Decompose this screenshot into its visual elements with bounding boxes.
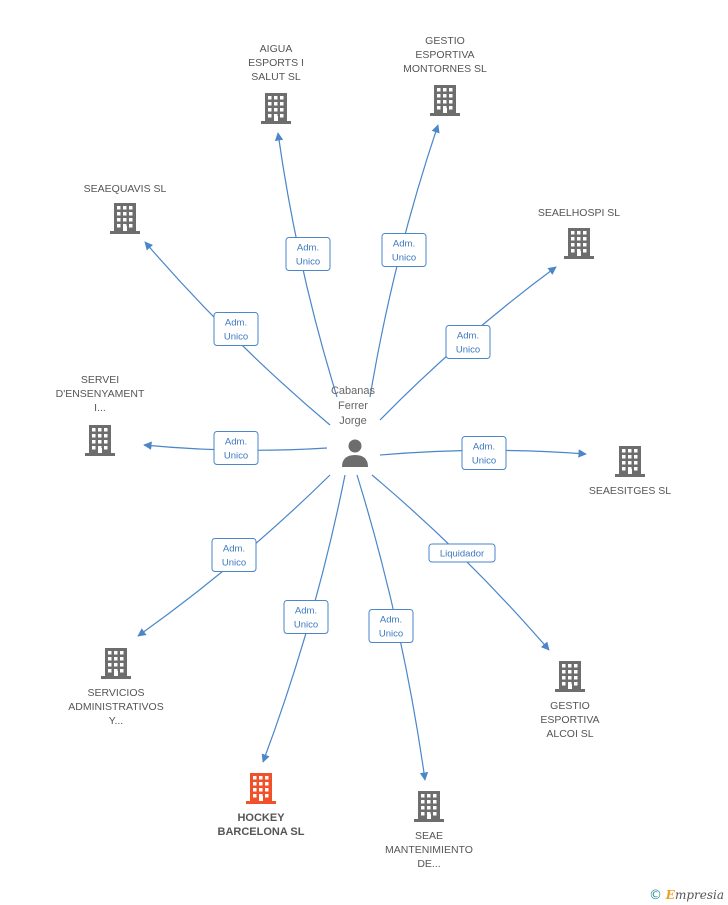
- company-name-line: SERVICIOS: [88, 687, 145, 699]
- role-badge-text: Unico: [379, 629, 403, 640]
- role-badge-text: Adm.: [297, 243, 319, 254]
- company-name-line: GESTIO: [550, 700, 590, 712]
- building-icon: [555, 661, 585, 692]
- role-badge-text: Unico: [456, 345, 480, 356]
- company-node-servicios[interactable]: SERVICIOS ADMINISTRATIVOS Y...: [68, 648, 164, 727]
- company-name-line: Y...: [109, 715, 123, 727]
- building-icon: [430, 85, 460, 116]
- company-name-line: MONTORNES SL: [403, 63, 487, 75]
- company-name-line: ALCOI SL: [546, 728, 593, 740]
- building-icon: [564, 228, 594, 259]
- company-name-line: D'ENSENYAMENT: [56, 388, 145, 400]
- brand-initial: E: [665, 888, 675, 902]
- company-node-aigua[interactable]: AIGUA ESPORTS I SALUT SL: [248, 43, 304, 124]
- role-badge-text: Unico: [222, 558, 246, 569]
- company-node-gestio-montornes[interactable]: GESTIO ESPORTIVA MONTORNES SL: [403, 35, 487, 116]
- company-nodes-layer: AIGUA ESPORTS I SALUT SL GESTIO ESPORTIVA MON…: [56, 35, 672, 870]
- building-icon: [85, 425, 115, 456]
- company-name-line: DE...: [417, 858, 440, 870]
- building-icon: [261, 93, 291, 124]
- company-name-line: ESPORTS I: [248, 57, 304, 69]
- role-badge-seaesitges[interactable]: Adm. Unico: [461, 436, 507, 470]
- role-badge-text: Unico: [392, 253, 416, 264]
- company-name-line: ESPORTIVA: [540, 714, 599, 726]
- building-icon: [110, 203, 140, 234]
- company-name-line: HOCKEY: [237, 812, 285, 824]
- role-badge-text: Adm.: [380, 615, 402, 626]
- company-node-servei[interactable]: SERVEI D'ENSENYAMENT I...: [56, 374, 145, 456]
- company-node-seae[interactable]: SEAE MANTENIMIENTO DE...: [385, 791, 473, 870]
- company-name-line: I...: [94, 402, 106, 414]
- company-name-line: SALUT SL: [251, 71, 301, 83]
- role-badge-text: Adm.: [225, 437, 247, 448]
- company-name-line: ADMINISTRATIVOS: [68, 701, 163, 713]
- company-node-seaesitges[interactable]: SEAESITGES SL: [589, 446, 671, 497]
- building-icon: [615, 446, 645, 477]
- building-icon: [246, 773, 276, 804]
- role-badge-text: Liquidador: [440, 549, 484, 560]
- role-badge-text: Unico: [224, 451, 248, 462]
- role-badge-gestio-montornes[interactable]: Adm. Unico: [381, 233, 427, 267]
- role-badge-servei[interactable]: Adm. Unico: [213, 431, 259, 465]
- role-badge-text: Unico: [224, 332, 248, 343]
- company-node-seaelhospi[interactable]: SEAELHOSPI SL: [538, 207, 620, 259]
- role-badge-text: Adm.: [457, 331, 479, 342]
- company-node-seaequavis[interactable]: SEAEQUAVIS SL: [84, 183, 167, 234]
- company-name-line: SEAESITGES SL: [589, 485, 671, 497]
- company-name-line: AIGUA: [260, 43, 293, 55]
- building-icon: [414, 791, 444, 822]
- empresia-brand: © Empresia: [649, 888, 724, 903]
- company-name-line: SEAELHOSPI SL: [538, 207, 620, 219]
- company-name-line: ESPORTIVA: [415, 49, 474, 61]
- role-badge-text: Adm.: [393, 239, 415, 250]
- edges-layer: [137, 124, 587, 781]
- role-badge-text: Unico: [294, 620, 318, 631]
- role-badge-text: Unico: [472, 456, 496, 467]
- center-name-line-1: Cabanas: [331, 385, 376, 397]
- role-badge-seaelhospi[interactable]: Adm. Unico: [445, 325, 491, 359]
- role-badge-text: Adm.: [223, 544, 245, 555]
- company-name-line: MANTENIMIENTO: [385, 844, 473, 856]
- company-name-line: GESTIO: [425, 35, 465, 47]
- role-badge-text: Unico: [296, 257, 320, 268]
- role-badge-text: Adm.: [473, 442, 495, 453]
- center-name-line-2: Ferrer: [338, 400, 368, 412]
- person-icon: [342, 439, 368, 467]
- company-node-gestio-alcoi[interactable]: GESTIO ESPORTIVA ALCOI SL: [540, 661, 600, 740]
- role-badge-hockey[interactable]: Adm. Unico: [283, 600, 329, 634]
- role-badge-seae[interactable]: Adm. Unico: [368, 609, 414, 643]
- company-name-line: SEAE: [415, 830, 443, 842]
- role-badge-text: Adm.: [225, 318, 247, 329]
- copyright-symbol: ©: [648, 888, 662, 903]
- brand-name: mpresia: [674, 888, 724, 902]
- role-badge-text: Adm.: [295, 606, 317, 617]
- role-badge-servicios[interactable]: Adm. Unico: [211, 538, 257, 572]
- company-name-line: SERVEI: [81, 374, 119, 386]
- company-node-hockey[interactable]: HOCKEY BARCELONA SL: [218, 773, 305, 838]
- role-badge-seaequavis[interactable]: Adm. Unico: [213, 312, 259, 346]
- center-person-node[interactable]: Cabanas Ferrer Jorge: [331, 385, 376, 467]
- company-name-line: SEAEQUAVIS SL: [84, 183, 167, 195]
- role-badge-gestio-alcoi[interactable]: Liquidador: [428, 543, 496, 563]
- company-name-line: BARCELONA SL: [218, 826, 305, 838]
- role-badge-aigua[interactable]: Adm. Unico: [285, 237, 331, 271]
- building-icon: [101, 648, 131, 679]
- center-name-line-3: Jorge: [339, 415, 367, 427]
